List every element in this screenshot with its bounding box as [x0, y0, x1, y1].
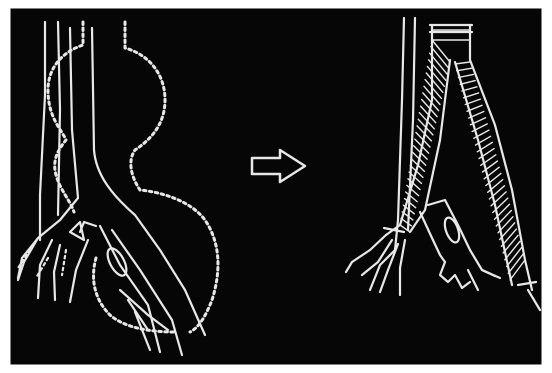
diagram-background [10, 8, 542, 365]
